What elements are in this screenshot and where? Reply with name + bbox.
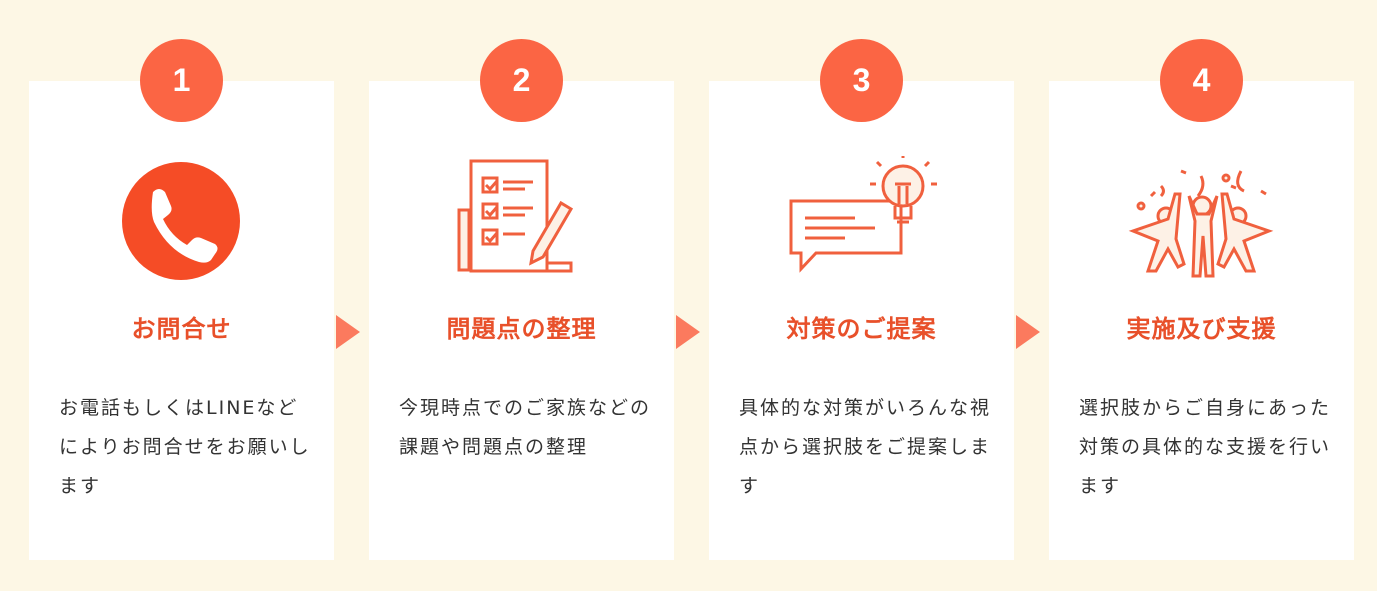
- step-card-1: 1 お問合せ お電話もしくはLINEなどによりお問合せをお願いします: [29, 39, 334, 560]
- idea-speech-icon: [789, 156, 937, 273]
- step-number-badge: 3: [820, 39, 903, 122]
- arrow-right-icon: [676, 315, 700, 349]
- step-title: お問合せ: [131, 315, 232, 343]
- step-description: 今現時点でのご家族などの課題や問題点の整理: [399, 397, 652, 458]
- step-description: 選択肢からご自身にあった対策の具体的な支援を行います: [1079, 397, 1332, 497]
- step-number-badge: 1: [140, 39, 223, 122]
- step-card-3: 3 対策のご提案 具体的な対策がいろんな視点から選択肢をご提案します: [709, 39, 1014, 560]
- arrow-right-icon: [1016, 315, 1040, 349]
- celebration-icon: [1128, 169, 1274, 278]
- phone-icon: [122, 162, 240, 280]
- step-number-badge: 4: [1160, 39, 1243, 122]
- arrow-right-icon: [336, 315, 360, 349]
- step-title: 実施及び支援: [1126, 315, 1277, 343]
- step-card-4: 4 実施及び支援 選択肢からご自身にあった対策の具体的な支援を行います: [1049, 39, 1354, 560]
- step-title: 対策のご提案: [786, 315, 937, 343]
- step-description: 具体的な対策がいろんな視点から選択肢をご提案します: [739, 397, 992, 497]
- step-number-badge: 2: [480, 39, 563, 122]
- checklist-icon: [457, 159, 574, 273]
- step-card-2: 2 問題点の整理 今現時点でのご家族などの課題や問題点の整理: [369, 39, 674, 560]
- step-description: お電話もしくはLINEなどによりお問合せをお願いします: [59, 397, 311, 497]
- step-title: 問題点の整理: [446, 315, 597, 343]
